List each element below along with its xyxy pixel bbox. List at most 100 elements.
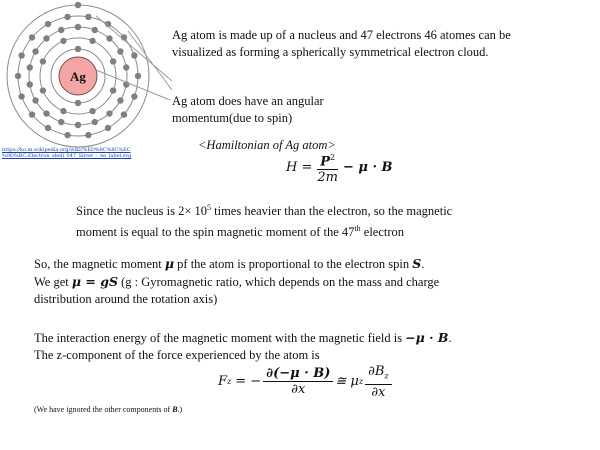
- hamiltonian-fraction: P2 2m: [314, 150, 341, 185]
- electron: [74, 99, 82, 107]
- ie-line1-b: .: [448, 331, 452, 345]
- electron: [58, 118, 65, 126]
- hamiltonian-caption: <Hamiltonian of Ag atom>: [198, 138, 336, 152]
- nucleus-mass-line1-b: times heavier than the electron, so the …: [211, 204, 453, 219]
- electron: [89, 37, 96, 45]
- hamiltonian-lhs: H =: [286, 160, 313, 176]
- pointer-line-2: [95, 69, 171, 101]
- electron: [85, 131, 92, 139]
- electron: [32, 97, 39, 104]
- electron: [43, 110, 50, 117]
- electron-shell: [39, 37, 117, 115]
- electron: [104, 20, 112, 28]
- electron: [39, 87, 47, 94]
- momentum-exponent: 2: [330, 153, 336, 162]
- electron: [123, 64, 130, 71]
- mm-line1-a: So, the magnetic moment: [34, 257, 165, 271]
- spin-symbol: S: [412, 256, 422, 271]
- nucleus-mass-exponent: 5: [207, 203, 211, 212]
- electron: [74, 121, 82, 129]
- hamiltonian-denominator: 2m: [317, 170, 338, 186]
- electron: [64, 13, 71, 21]
- footnote-a: (We have ignored the other components of: [34, 405, 173, 414]
- footnote-b-symbol: B: [172, 405, 178, 414]
- electron: [91, 118, 98, 126]
- electron: [85, 13, 92, 21]
- nucleus-mass-line2-b: electron: [360, 225, 405, 240]
- force-approx-mu: ≅ μ: [335, 374, 359, 390]
- electron: [26, 81, 33, 88]
- mu-symbol: μ: [164, 256, 175, 271]
- nucleus-label: Ag: [70, 69, 86, 84]
- electron: [74, 45, 82, 53]
- electron: [28, 34, 36, 41]
- force-fraction-2: ∂Bz ∂x: [365, 364, 392, 400]
- mm-line1-b: pf the atom is proportional to the elect…: [174, 257, 413, 271]
- electron: [109, 87, 117, 94]
- electron: [32, 48, 39, 55]
- footnote: (We have ignored the other components of…: [34, 405, 182, 414]
- electron: [131, 52, 138, 59]
- electron: [74, 1, 82, 9]
- force-numerator-1: ∂(−μ · B): [263, 366, 334, 383]
- electron: [117, 48, 124, 55]
- electron: [109, 58, 117, 65]
- magnetic-moment-line2: We get μ = gS (g : Gyromagnetic ratio, w…: [34, 273, 594, 291]
- interaction-energy-line2: The z-component of the force experienced…: [34, 348, 320, 362]
- electron: [39, 58, 47, 65]
- mu-subscript: z: [358, 377, 364, 387]
- electrons: [14, 1, 142, 139]
- electron: [26, 64, 33, 71]
- magnetic-moment-paragraph: So, the magnetic moment μ pf the atom is…: [34, 255, 594, 308]
- nucleus-mass-line1: Since the nucleus is 2× 105 times heavie…: [76, 199, 596, 220]
- electron: [43, 35, 50, 42]
- pointer-line-1: [95, 15, 173, 82]
- force-equals: = −: [235, 374, 262, 390]
- angular-momentum-line1: Ag atom does have an angular: [172, 94, 324, 108]
- atom-description: Ag atom is made up of a nucleus and 47 e…: [172, 27, 592, 61]
- hamiltonian-equation: H = P2 2m − μ · B: [286, 150, 392, 185]
- electron: [104, 124, 112, 132]
- hamiltonian-rhs: − μ · B: [342, 160, 393, 176]
- ordinal-suffix: th: [354, 224, 361, 234]
- atom-description-line1: Ag atom is made up of a nucleus and 47 e…: [172, 28, 511, 42]
- electron: [74, 23, 82, 31]
- electron: [89, 107, 96, 115]
- source-url[interactable]: https://ko.m.wikipedia.org/wiki/%ED%8C%8…: [2, 147, 162, 159]
- source-url-line2[interactable]: %9D%BC:Electron_shell_047_Silver_-_no_la…: [2, 153, 132, 159]
- nucleus-mass-note: Since the nucleus is 2× 105 times heavie…: [76, 199, 596, 241]
- atom-description-line2: visualized as forming a spherically symm…: [172, 45, 489, 59]
- electron: [106, 35, 113, 42]
- magnetic-moment-line3: distribution around the rotation axis): [34, 292, 218, 306]
- momentum-symbol: P: [320, 154, 331, 170]
- gyromagnetic-equation: μ = gS: [71, 274, 118, 289]
- electron: [106, 110, 113, 117]
- nucleus-mass-line2: moment is equal to the spin magnetic mom…: [76, 220, 596, 241]
- nucleus: [58, 56, 98, 96]
- nucleus-mass-line2-a: moment is equal to the spin magnetic mom…: [76, 225, 355, 240]
- electron: [18, 52, 25, 59]
- electron: [134, 72, 142, 80]
- mm-line2-b: (g : Gyromagnetic ratio, which depends o…: [117, 275, 440, 289]
- mm-line1-c: .: [421, 257, 425, 271]
- electron: [131, 93, 138, 100]
- force-subscript: z: [227, 377, 232, 387]
- electron: [18, 93, 25, 100]
- electron: [58, 26, 65, 34]
- electron: [28, 111, 36, 118]
- electron: [60, 37, 67, 45]
- force-denominator-1: ∂x: [291, 382, 306, 398]
- electron: [120, 111, 128, 118]
- angular-momentum-note: Ag atom does have an angular momentum(du…: [172, 93, 412, 127]
- interaction-energy-paragraph: The interaction energy of the magnetic m…: [34, 329, 594, 364]
- force-numerator-2: ∂B: [368, 364, 385, 379]
- electron: [64, 131, 71, 139]
- electron: [44, 20, 52, 28]
- silver-atom-diagram: Ag: [6, 1, 173, 148]
- ie-line1-a: The interaction energy of the magnetic m…: [34, 331, 406, 345]
- pointer-line-3: [127, 30, 173, 91]
- electron: [14, 72, 22, 80]
- mm-line2-a: We get: [34, 275, 72, 289]
- source-url-line1[interactable]: https://ko.m.wikipedia.org/wiki/%ED%8C%8…: [2, 147, 131, 153]
